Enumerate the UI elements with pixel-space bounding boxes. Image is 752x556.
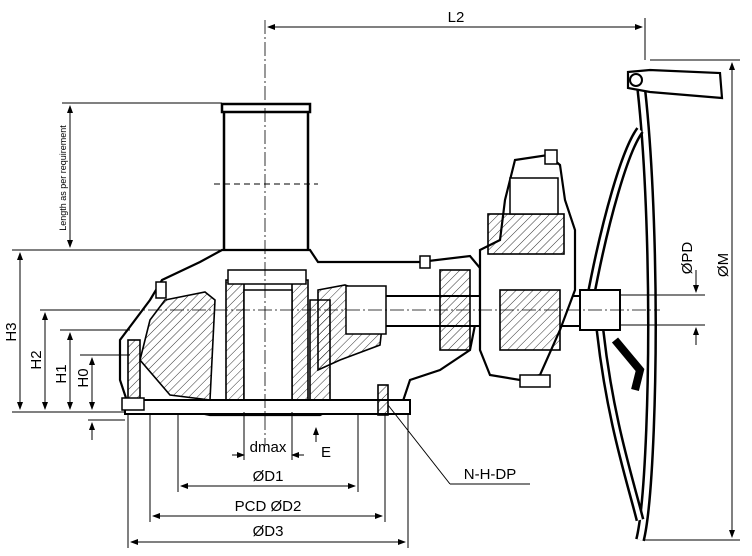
- l2-label: L2: [448, 9, 465, 26]
- gearbox-housing: [118, 248, 482, 417]
- d3-label: ØD3: [253, 523, 284, 540]
- h2-label: H2: [28, 350, 45, 369]
- extension-pipe: [214, 102, 318, 250]
- pd-label: ØPD: [679, 242, 696, 275]
- m-label: ØM: [715, 253, 732, 277]
- h3-label: H3: [3, 322, 20, 341]
- bottom-dimensions: dmax E ØD1 PCD ØD2 ØD3 N-H-DP: [127, 404, 530, 548]
- l2-dimension: L2: [267, 9, 646, 60]
- h1-label: H1: [53, 364, 70, 383]
- dmax-label: dmax: [250, 439, 287, 456]
- handwheel: [579, 68, 724, 542]
- spur-gearbox: [478, 149, 577, 388]
- length-note: Length as per requirement: [58, 125, 68, 231]
- e-label: E: [321, 444, 331, 461]
- right-dimensions: ØPD ØM: [620, 59, 740, 541]
- height-dimensions: H3 H2 H1 H0: [3, 249, 200, 440]
- d2-label: PCD ØD2: [235, 498, 302, 515]
- h0-label: H0: [75, 368, 92, 387]
- nhdp-label: N-H-DP: [464, 466, 517, 483]
- length-dimension: Length as per requirement: [58, 102, 222, 251]
- d1-label: ØD1: [253, 468, 284, 485]
